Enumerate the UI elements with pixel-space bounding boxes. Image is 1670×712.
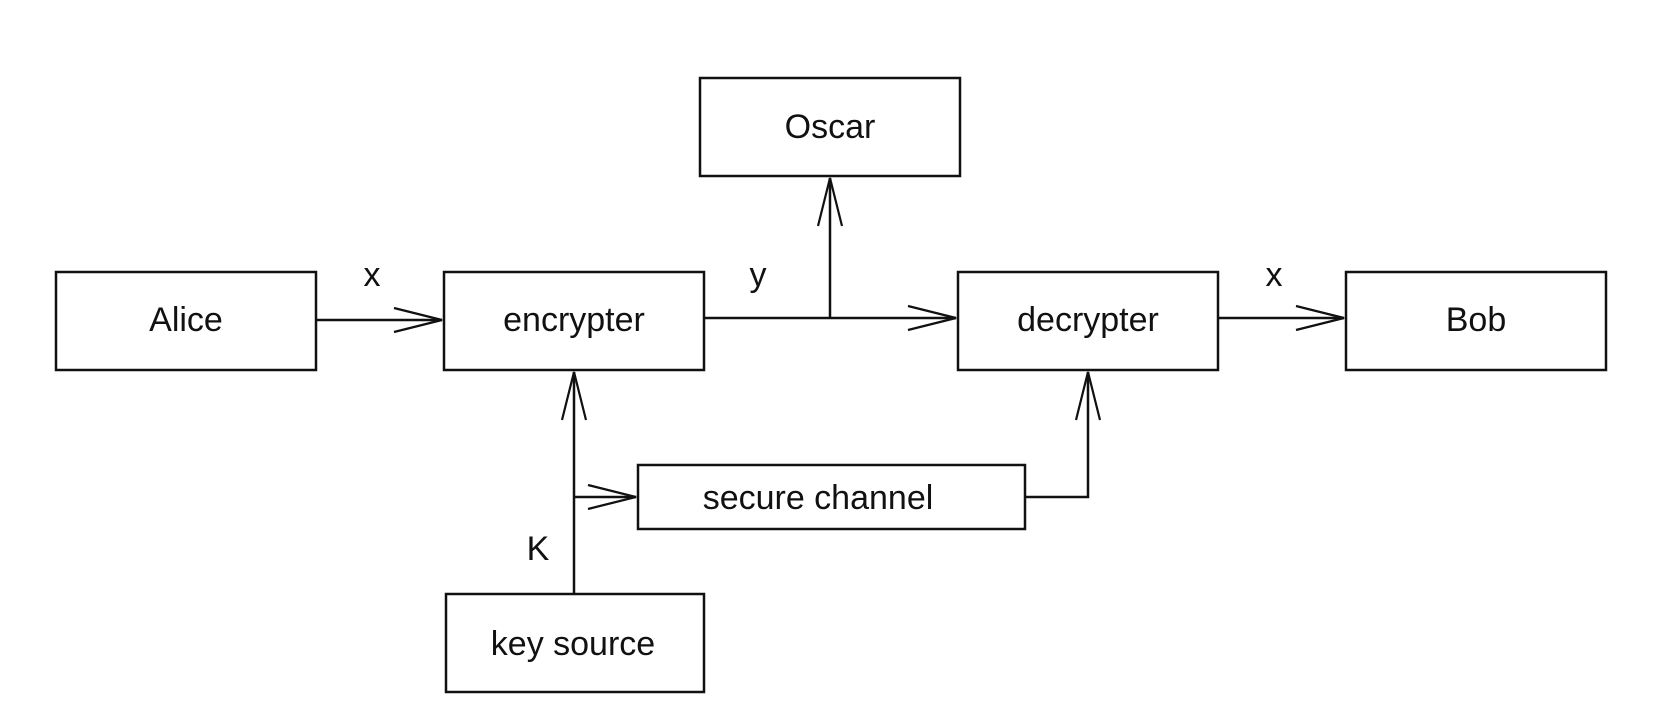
edge-to-oscar (816, 177, 844, 318)
oscar-node: Oscar (698, 76, 962, 178)
key-source-box (444, 592, 706, 694)
arrowhead (560, 371, 588, 421)
bob-node: Bob (1344, 270, 1608, 372)
arrowhead (816, 177, 844, 227)
key-source-label: key source (491, 625, 655, 663)
decrypter-label: decrypter (1017, 301, 1159, 339)
edge-decrypter-to-bob (1218, 304, 1345, 332)
arrowhead (393, 306, 443, 334)
edge-key-to-secure-channel (574, 483, 637, 511)
secure-channel-label: secure channel (703, 479, 934, 517)
edge-label-y-ciphertext: y (750, 256, 767, 294)
bob-box (1344, 270, 1608, 372)
decrypter-box (956, 270, 1220, 372)
encrypter-label: encrypter (503, 301, 645, 339)
alice-node: Alice (54, 270, 318, 372)
arrowhead (1074, 371, 1102, 421)
decrypter-node: decrypter (956, 270, 1220, 372)
edge-secure-channel-to-decrypter (1025, 371, 1102, 499)
alice-box (54, 270, 318, 372)
edge-alice-to-encrypter (316, 306, 443, 334)
encrypter-node: encrypter (442, 270, 706, 372)
oscar-box (698, 76, 962, 178)
arrowhead (907, 304, 957, 332)
edge-key-to-encrypter (560, 371, 588, 594)
arrowhead (587, 483, 637, 511)
secure-channel-node: secure channel (636, 463, 1027, 531)
secure-channel-box (636, 463, 1027, 531)
edge-label-key: K (527, 530, 550, 568)
edge-label-x-decrypted: x (1266, 256, 1283, 294)
bob-label: Bob (1446, 301, 1507, 339)
key-source-node: key source (444, 592, 706, 694)
edge-label-x-plaintext: x (364, 256, 381, 294)
alice-label: Alice (149, 301, 223, 339)
arrowhead (1295, 304, 1345, 332)
oscar-label: Oscar (785, 108, 876, 146)
encrypter-box (442, 270, 706, 372)
